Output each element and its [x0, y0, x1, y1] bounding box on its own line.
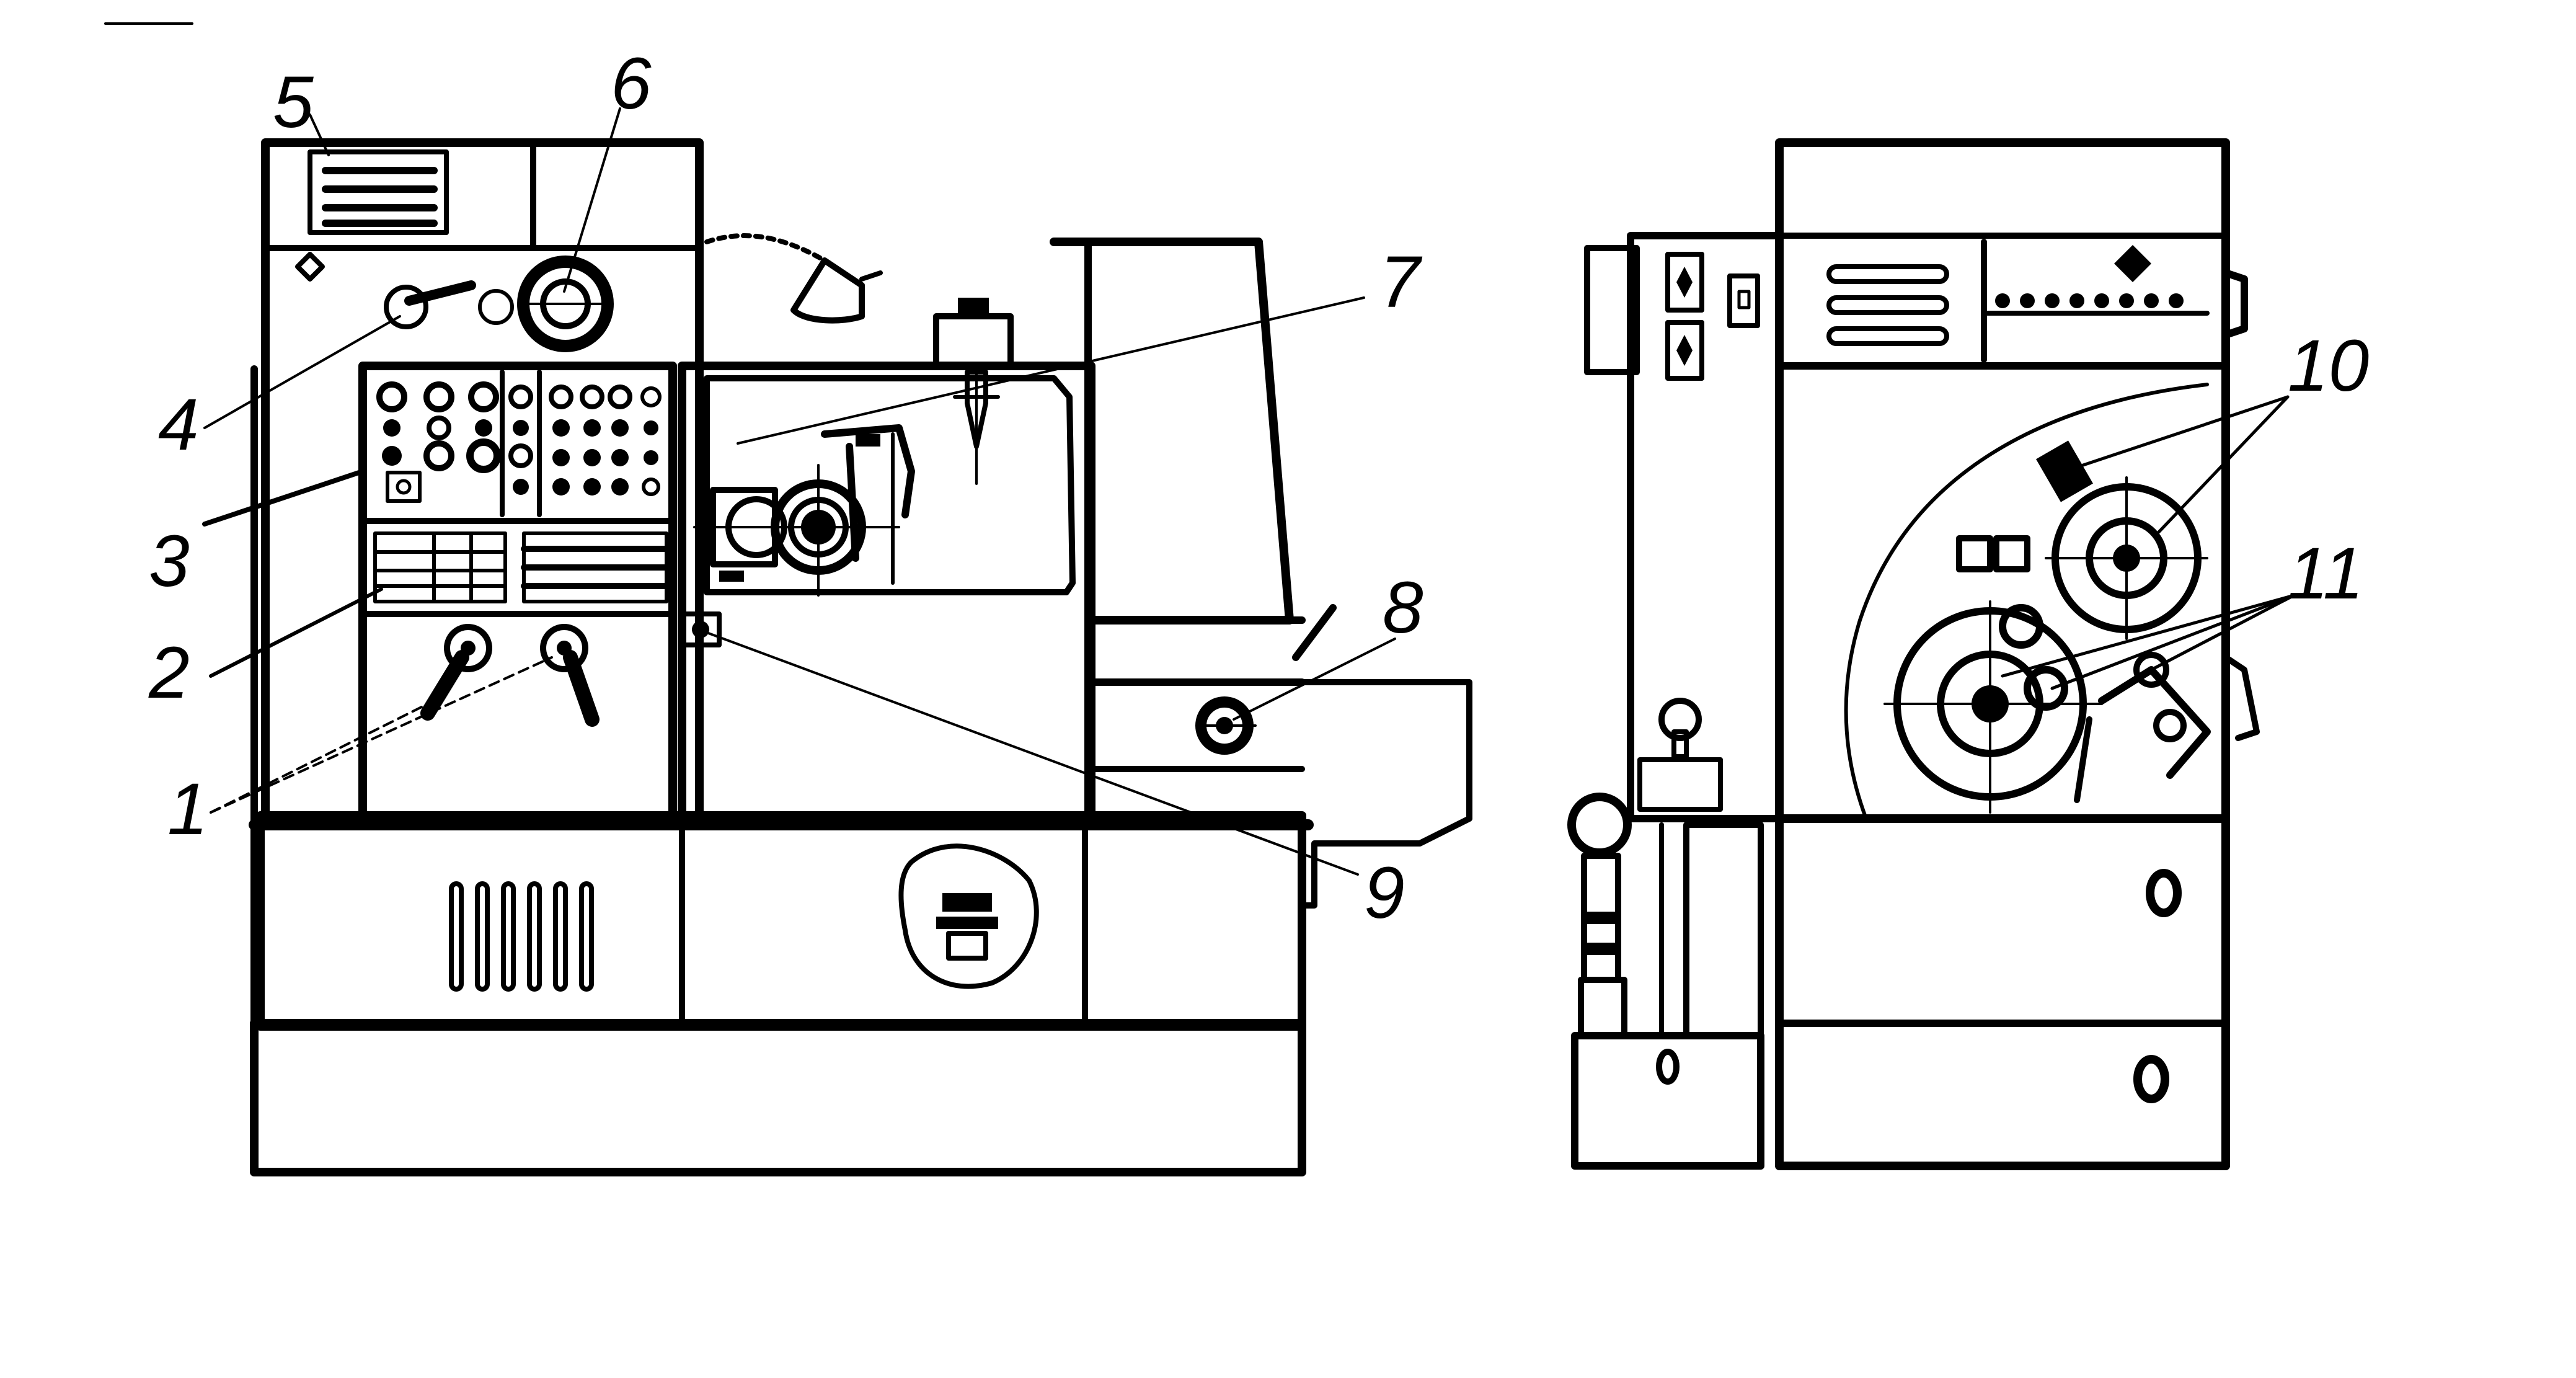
spindle-assembly — [693, 424, 915, 597]
head-stock — [261, 138, 704, 829]
front-base — [250, 1019, 1306, 1176]
cutaway-outline — [1844, 383, 2209, 820]
callout-2: 2 — [148, 632, 190, 714]
vent-slots — [449, 881, 594, 992]
main-switch — [1637, 698, 1723, 812]
handwheel — [517, 256, 614, 352]
shift-linkage — [2074, 652, 2260, 803]
side-louvers — [1826, 264, 1949, 346]
coolant-pump — [1567, 793, 1680, 1085]
callout-5: 5 — [273, 61, 314, 143]
front-lower-body — [256, 811, 1306, 1031]
leader-lines — [202, 107, 2296, 876]
top-louver — [308, 149, 449, 235]
indicator-lights — [1985, 293, 2210, 316]
side-view — [1567, 138, 2260, 1170]
lever-hub — [384, 285, 428, 329]
pump-motor — [1571, 1032, 1764, 1170]
callout-9: 9 — [1364, 852, 1405, 934]
electrical-cabinet — [1627, 232, 1783, 822]
panel-buttons — [376, 381, 662, 503]
work-lamp — [704, 233, 883, 324]
callout-10: 10 — [2288, 325, 2369, 407]
chip-tray — [1299, 679, 1472, 909]
callout-8: 8 — [1383, 567, 1423, 649]
lower-gear — [1883, 600, 2103, 814]
control-panel — [358, 362, 677, 823]
feed-dial — [1195, 696, 1257, 755]
front-view — [249, 138, 1472, 1176]
callout-11: 11 — [2288, 533, 2364, 615]
callout-1: 1 — [167, 768, 208, 850]
switch-bank — [373, 531, 670, 603]
tool-post — [933, 298, 1014, 485]
callout-labels: 1 2 3 4 5 6 7 8 9 10 11 — [148, 43, 2369, 934]
upper-gear — [2036, 440, 2208, 640]
inspection-window — [898, 843, 1039, 989]
callout-7: 7 — [1379, 241, 1423, 323]
lower-handles — [420, 624, 600, 727]
callout-3: 3 — [149, 520, 190, 602]
callout-6: 6 — [611, 43, 652, 125]
callout-4: 4 — [158, 384, 199, 466]
spindle-window — [704, 375, 1076, 595]
